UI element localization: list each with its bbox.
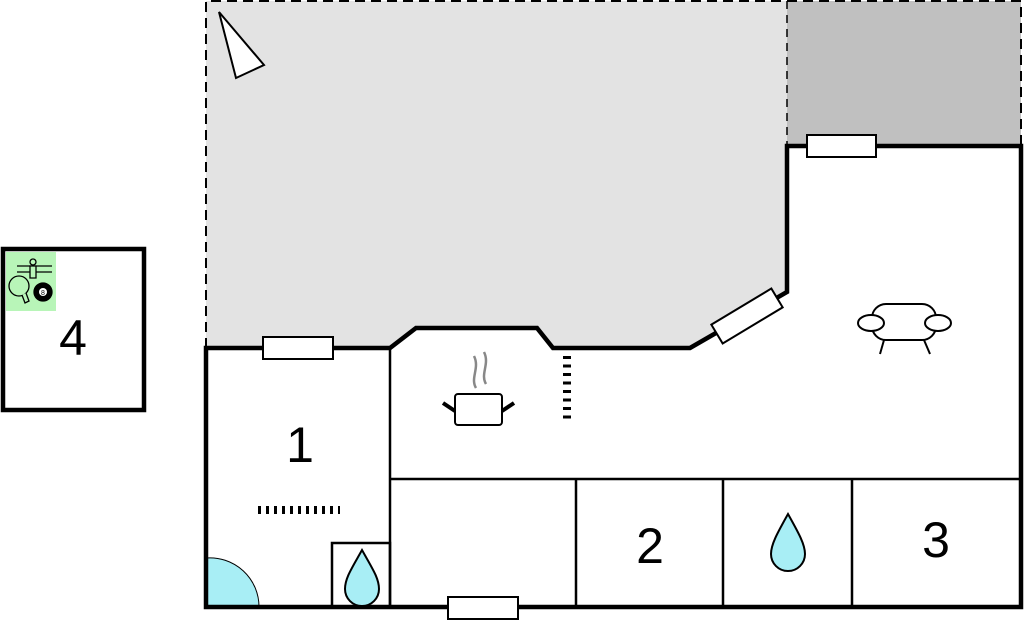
- window: [262, 336, 334, 360]
- window: [806, 134, 877, 158]
- windows: [262, 134, 877, 620]
- room-1-label: 1: [286, 417, 314, 473]
- kitchen-pot-icon: [441, 351, 516, 426]
- billiard-ball-number: 8: [41, 290, 45, 297]
- games-icon: [8, 258, 53, 304]
- window: [447, 596, 519, 620]
- covered-terrace: [787, 1, 1021, 146]
- sofa-icon: [857, 303, 952, 355]
- room-3-label: 3: [922, 512, 950, 568]
- room-4-label: 4: [59, 310, 87, 366]
- water-drop-icon: [343, 547, 381, 607]
- terrace-area: [206, 1, 787, 348]
- water-drop-icon: [769, 511, 807, 572]
- window: [709, 287, 785, 345]
- north-arrow-icon: [218, 11, 266, 80]
- room-2-label: 2: [636, 518, 664, 574]
- house-floor: [206, 146, 1021, 607]
- terrace-boundary: [205, 0, 1022, 348]
